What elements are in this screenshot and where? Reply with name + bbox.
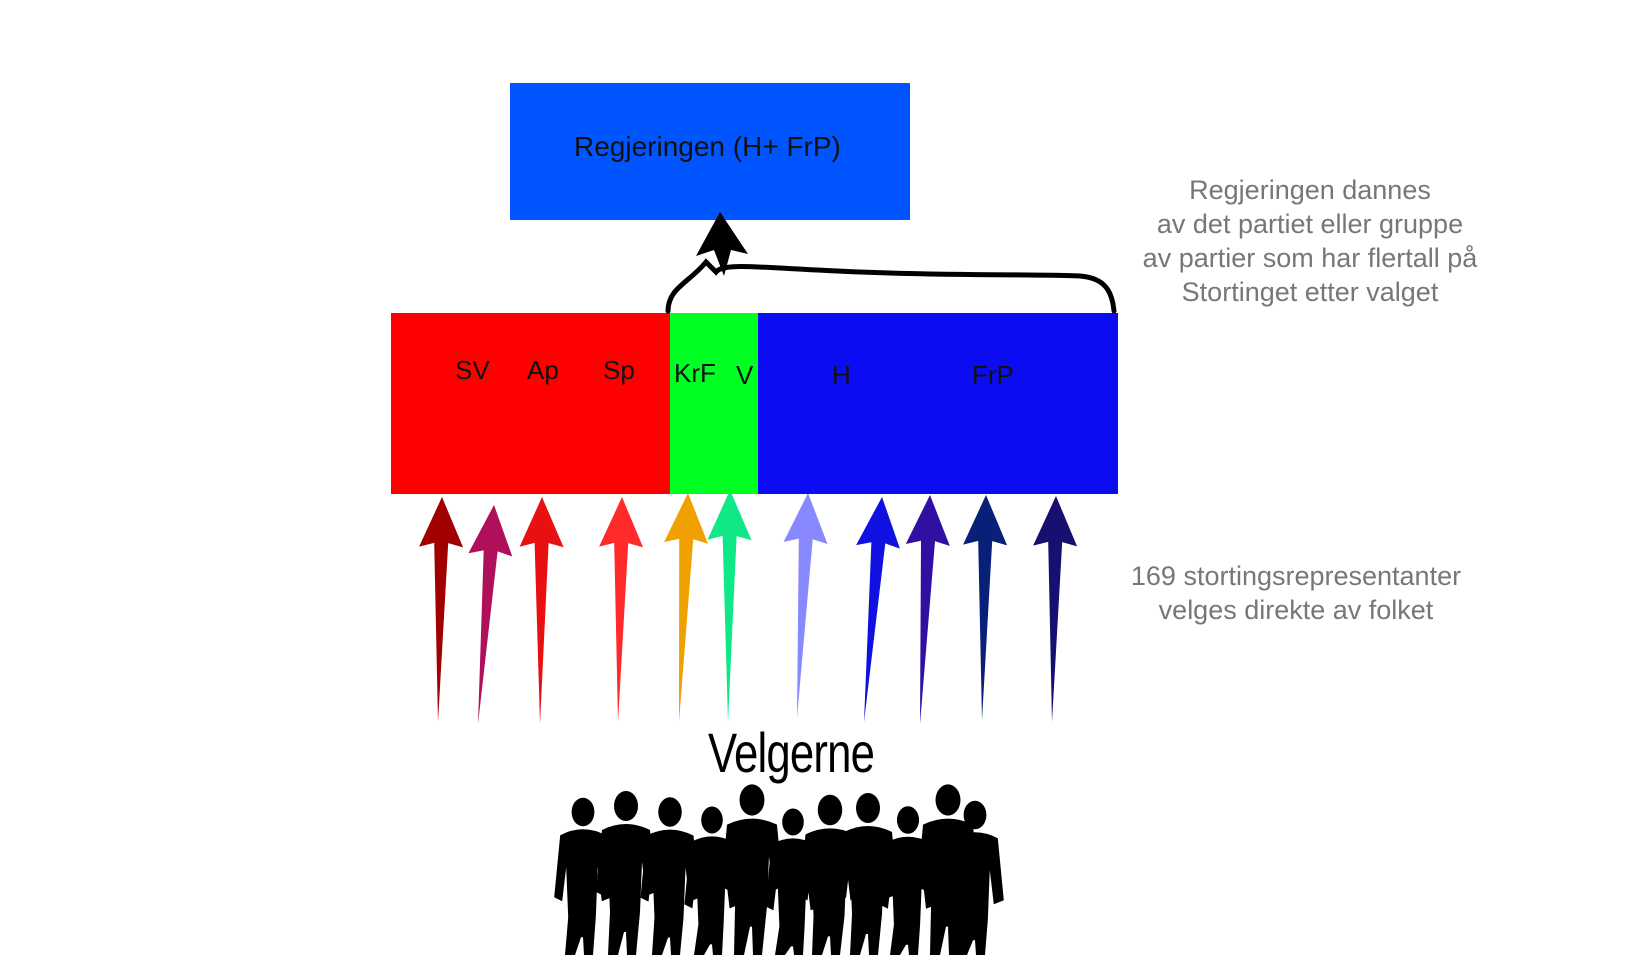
- note-line: 169 stortingsrepresentanter: [1130, 561, 1462, 591]
- vote-arrow: [599, 497, 644, 722]
- note-line: velges direkte av folket: [1158, 595, 1434, 625]
- vote-arrow: [905, 495, 950, 724]
- vote-arrow: [1033, 496, 1078, 722]
- party-label-ap: Ap: [527, 355, 559, 385]
- bracket-arrowhead: [696, 212, 748, 276]
- party-label-sv: SV: [455, 355, 490, 385]
- vote-arrow: [519, 497, 564, 724]
- vote-arrow: [664, 493, 708, 722]
- parliament-block-left: SV Ap Sp: [391, 313, 670, 494]
- party-label-frp: FrP: [972, 360, 1014, 390]
- note-line: av partier som har flertall på: [1142, 243, 1478, 273]
- note-line: Stortinget etter valget: [1181, 277, 1439, 307]
- note-line: Regjeringen dannes: [1189, 175, 1431, 205]
- government-formation-note: Regjeringen dannes av det partiet eller …: [1100, 173, 1520, 309]
- party-label-h: H: [832, 360, 851, 390]
- vote-arrow: [419, 497, 464, 722]
- vote-arrow: [707, 490, 752, 722]
- vote-arrow: [856, 497, 900, 722]
- party-label-krf: KrF: [674, 358, 716, 388]
- voter-silhouette: [596, 791, 656, 955]
- voter-silhouette: [946, 800, 1004, 955]
- note-line: av det partiet eller gruppe: [1156, 209, 1464, 239]
- voters-label: Velgerne: [708, 721, 875, 784]
- party-label-sp: Sp: [603, 355, 635, 385]
- representatives-note: 169 stortingsrepresentanter velges direk…: [1086, 559, 1506, 627]
- party-label-v: V: [736, 360, 754, 390]
- parliament-block-right: H FrP: [758, 313, 1118, 494]
- vote-arrow: [468, 505, 513, 724]
- voter-silhouette: [721, 784, 783, 955]
- voter-silhouette: [640, 797, 700, 955]
- voter-silhouette: [554, 797, 612, 955]
- voter-silhouette: [838, 793, 898, 955]
- vote-arrow: [963, 495, 1008, 720]
- government-label: Regjeringen (H+ FrP): [574, 131, 841, 162]
- vote-arrow: [783, 493, 828, 718]
- bracket-line: [665, 258, 1117, 314]
- government-box: Regjeringen (H+ FrP): [510, 83, 910, 220]
- parliament-block-center: KrF V: [670, 313, 758, 494]
